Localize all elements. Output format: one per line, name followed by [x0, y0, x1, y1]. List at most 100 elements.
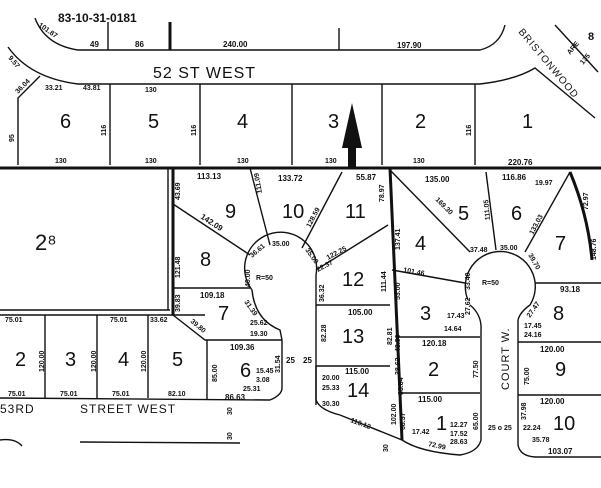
- dim: 120.00: [540, 345, 565, 354]
- dim: 22.24: [523, 425, 541, 432]
- lot-1-east: 1: [436, 413, 447, 435]
- dim: 35.00: [303, 247, 319, 265]
- lot-4-north: 4: [237, 111, 248, 133]
- dim: 25.62: [250, 320, 268, 327]
- dim: 130: [237, 158, 249, 165]
- dim: 120.00: [141, 350, 148, 372]
- dim: 17.45: [524, 323, 542, 330]
- dim: 240.00: [223, 40, 248, 49]
- right-corner-label: 8: [588, 31, 594, 43]
- lot-2-north: 2: [415, 111, 426, 133]
- dim: 53.00: [395, 282, 402, 300]
- street-bristonwood: BRISTONWOOD: [516, 27, 581, 101]
- dim: 36.61: [249, 243, 267, 260]
- dim: 75.01: [5, 317, 23, 324]
- dim: 28.63: [450, 439, 468, 446]
- lot-5-sw: 5: [172, 349, 183, 371]
- lot-8-east: 8: [553, 303, 564, 325]
- dim: 82.10: [168, 391, 186, 398]
- dim: 30: [383, 444, 390, 452]
- dim: 115.00: [418, 395, 443, 404]
- dim: 110.12: [349, 417, 371, 431]
- dimension-labels: 49 86 240.00 197.90 101.87 9.57 36.04 33…: [5, 22, 598, 456]
- dim: 19.30: [250, 331, 268, 338]
- dim: 197.90: [397, 41, 422, 50]
- north-arrow-icon: [342, 103, 362, 168]
- street-53rd: 53RD: [0, 402, 35, 416]
- right-edge-label: ARE: [566, 40, 581, 56]
- lot-11: 11: [345, 201, 366, 223]
- dim: 14.64: [444, 326, 462, 333]
- lot-9: 9: [225, 201, 236, 223]
- dim: R=50: [256, 275, 273, 282]
- dim: 93.18: [560, 285, 581, 294]
- dim: 78.97: [379, 184, 386, 202]
- dim: 38.63: [395, 357, 402, 375]
- dim: 65.00: [473, 412, 480, 430]
- parcel-id: 83-10-31-0181: [58, 11, 137, 25]
- dim: 116.86: [502, 173, 527, 182]
- dim: 27.47: [526, 301, 542, 319]
- street-west: STREET WEST: [80, 402, 176, 416]
- dim: 43.90: [395, 334, 402, 352]
- lot-1-north: 1: [522, 111, 533, 133]
- dim: 75.01: [110, 317, 128, 324]
- dim: 33.21: [45, 85, 63, 92]
- lot-9-east: 9: [555, 359, 566, 381]
- dim: 82.28: [321, 324, 328, 342]
- dim: 115.00: [345, 367, 370, 376]
- dim: 111.44: [381, 271, 388, 292]
- dim: 102.00: [391, 403, 398, 425]
- dim: 75.00: [524, 367, 531, 385]
- dim: 25: [286, 356, 295, 365]
- dim: 137.41: [395, 228, 402, 250]
- dim: 49: [90, 40, 99, 49]
- dim: 24.16: [524, 332, 542, 339]
- dim: 25.31: [243, 386, 261, 393]
- dim: 75.01: [60, 391, 78, 398]
- dim: 20.00: [322, 375, 340, 382]
- dim: 39.70: [526, 253, 541, 272]
- dim: 86.63: [225, 393, 246, 402]
- dim: 77.50: [473, 360, 480, 378]
- dim: 33.84: [398, 377, 405, 395]
- dim: 130: [413, 158, 425, 165]
- lot-10: 10: [282, 201, 304, 223]
- dim: 148.76: [591, 238, 598, 260]
- dim: 27.62: [465, 297, 472, 315]
- dim: 30: [227, 432, 234, 440]
- dim: 17.42: [412, 429, 430, 436]
- dim: 75.01: [8, 391, 26, 398]
- dim: 36.32: [319, 284, 326, 302]
- lot-10-east: 10: [553, 413, 575, 435]
- dim: 68.37: [400, 412, 407, 430]
- lot-5-east: 5: [458, 203, 469, 225]
- dim: 130: [55, 158, 67, 165]
- dim: 85.00: [212, 364, 219, 382]
- dim: 43.69: [175, 182, 182, 200]
- dim: 39.80: [189, 318, 207, 335]
- dim: 55.87: [356, 173, 377, 182]
- lot-7: 7: [218, 303, 229, 325]
- dim: 169.30: [434, 196, 454, 216]
- lot-2-sw: 2: [15, 349, 26, 371]
- dim: 111.05: [483, 199, 492, 220]
- dim: 111.09: [253, 172, 263, 194]
- dim: 101.46: [403, 267, 425, 278]
- lot-3-north: 3: [328, 111, 339, 133]
- dim: 121.48: [175, 256, 182, 278]
- dim: 130: [145, 87, 157, 94]
- dim: 35.78: [532, 437, 550, 444]
- dim: 120.00: [91, 350, 98, 372]
- dim: 133.03: [529, 214, 545, 236]
- lot-2-east: 2: [428, 359, 439, 381]
- lot-4-sw: 4: [118, 349, 129, 371]
- dim: 17.52: [450, 431, 468, 438]
- lot-8: 8: [200, 249, 211, 271]
- lot-13: 13: [342, 326, 364, 348]
- dim: 37.48: [470, 247, 488, 254]
- boundary-lines: [0, 17, 601, 458]
- dim: 40.00: [245, 269, 252, 287]
- dim: 113.13: [197, 172, 222, 181]
